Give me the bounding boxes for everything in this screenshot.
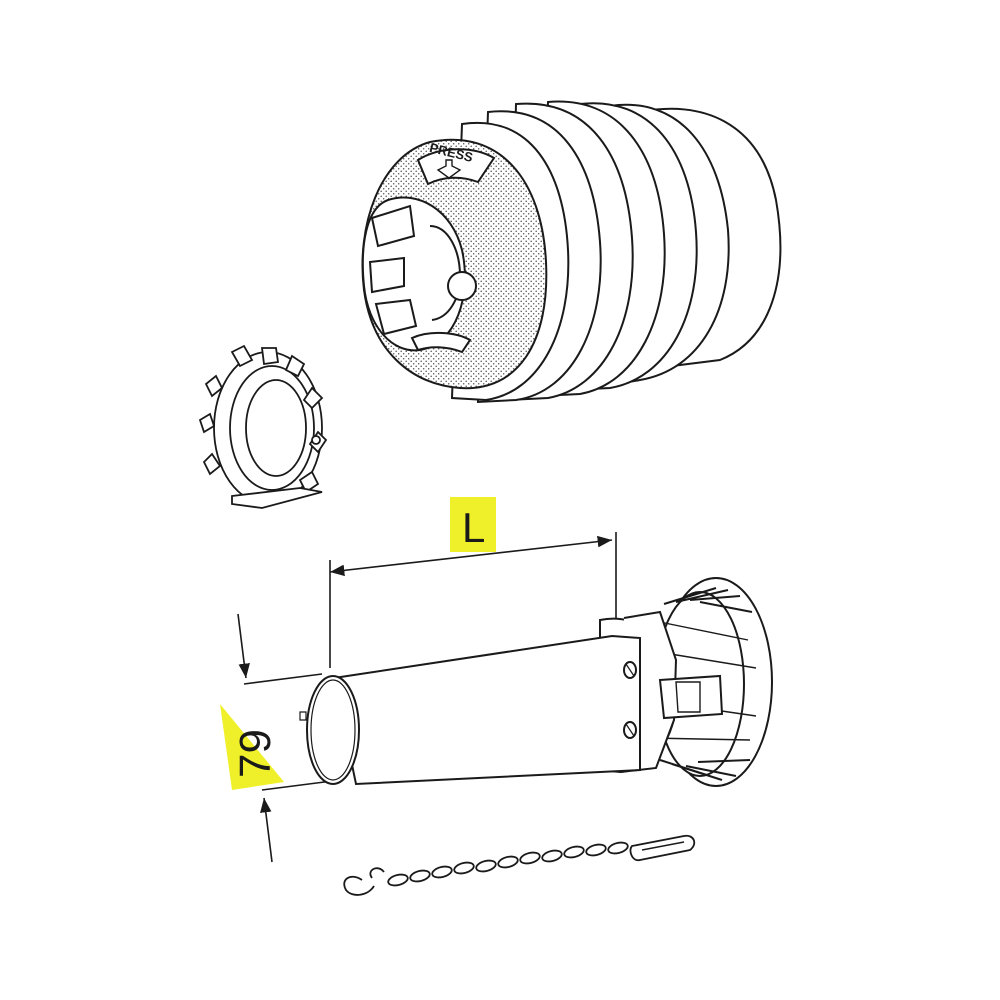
locking-ring bbox=[198, 344, 328, 509]
bellows-cover bbox=[361, 100, 782, 404]
tube-with-flange bbox=[299, 577, 773, 787]
diameter-label-highlight bbox=[220, 704, 284, 790]
chain bbox=[343, 834, 696, 896]
diameter-label: 79 bbox=[231, 729, 280, 778]
length-label-highlight bbox=[450, 497, 496, 552]
length-label: L bbox=[462, 504, 485, 551]
